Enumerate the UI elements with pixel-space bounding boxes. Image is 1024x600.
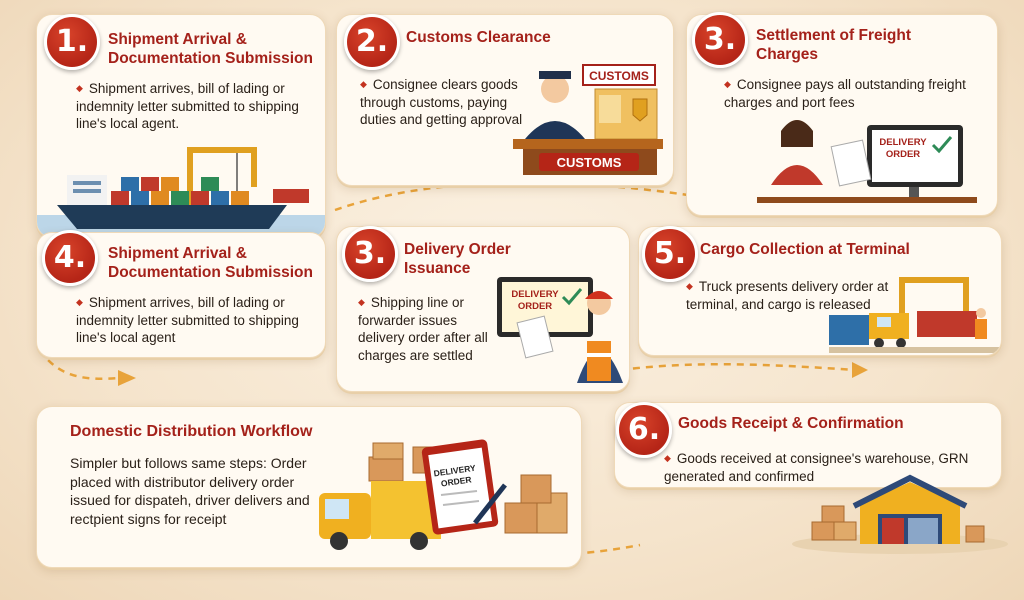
step-title-6: Cargo Collection at Terminal: [700, 241, 910, 258]
bullet-icon: ◆: [724, 79, 731, 89]
step-text-1: ◆Shipment arrives, bill of lading or ind…: [76, 81, 299, 131]
step-title-7: Goods Receipt & Confirmation: [678, 415, 904, 432]
delivery-order-clerk-illustration: DELIVERY ORDER: [497, 277, 623, 383]
domestic-delivery-illustration: DELIVERY ORDER: [319, 439, 568, 550]
customs-sign-label: CUSTOMS: [589, 69, 649, 83]
step-text-4: ◆Shipment arrives, bill of lading or ind…: [76, 295, 299, 345]
step-title-4: Shipment Arrival & Documentation Submiss…: [108, 245, 313, 281]
step-title-1: Shipment Arrival & Documentation Submiss…: [108, 31, 313, 67]
step-badge-7: 6.: [616, 402, 672, 458]
step-title-2: Customs Clearance: [406, 29, 551, 46]
warehouse-illustration: [792, 474, 1008, 554]
step-badge-1: 1.: [44, 14, 100, 70]
domestic-workflow-card: DELIVERY ORDER: [36, 406, 582, 568]
bullet-icon: ◆: [76, 297, 83, 307]
delivery-order-label-c: DELIVERY: [511, 289, 559, 300]
step-badge-5: 3.: [342, 226, 398, 282]
step-badge-6: 5.: [642, 226, 698, 282]
step-title-5: Delivery Order Issuance: [404, 241, 511, 277]
bullet-icon: ◆: [360, 79, 367, 89]
terminal-truck-illustration: [829, 277, 999, 353]
delivery-order-label-b: ORDER: [886, 149, 920, 160]
step-text-5: ◆Shipping line or forwarder issues deliv…: [358, 295, 488, 363]
step-card-6: [638, 226, 1002, 356]
step-text-7: ◆Goods received at consignee's warehouse…: [664, 451, 969, 484]
step-text-6: ◆Truck presents delivery order at termin…: [686, 279, 889, 312]
cargo-ship-illustration: [37, 147, 325, 237]
step-card-5: DELIVERY ORDER: [336, 226, 630, 392]
step-card-7: [614, 402, 1002, 488]
step-badge-4: 4.: [42, 230, 98, 286]
delivery-order-label-f: ORDER: [440, 474, 472, 488]
bullet-icon: ◆: [664, 453, 671, 463]
bullet-icon: ◆: [686, 281, 693, 291]
delivery-order-label-d: ORDER: [518, 301, 552, 312]
step-badge-2: 2.: [344, 14, 400, 70]
step-card-2: CUSTOMS CUSTOMS: [336, 14, 674, 186]
customs-officer-illustration: CUSTOMS CUSTOMS: [513, 64, 663, 175]
freight-payment-illustration: DELIVERY ORDER: [757, 120, 977, 203]
step-badge-3: 3.: [692, 12, 748, 68]
domestic-title: Domestic Distribution Workflow: [70, 423, 313, 440]
step-text-2: ◆Consignee clears goods through customs,…: [360, 77, 523, 127]
domestic-text: Simpler but follows same steps: Order pl…: [70, 455, 310, 527]
step-title-3: Settlement of Freight Charges: [756, 27, 912, 63]
customs-desk-label: CUSTOMS: [557, 155, 622, 170]
delivery-order-label-a: DELIVERY: [879, 137, 927, 148]
bullet-icon: ◆: [76, 83, 83, 93]
step-text-3: ◆Consignee pays all outstanding freight …: [724, 77, 966, 110]
bullet-icon: ◆: [358, 297, 365, 307]
